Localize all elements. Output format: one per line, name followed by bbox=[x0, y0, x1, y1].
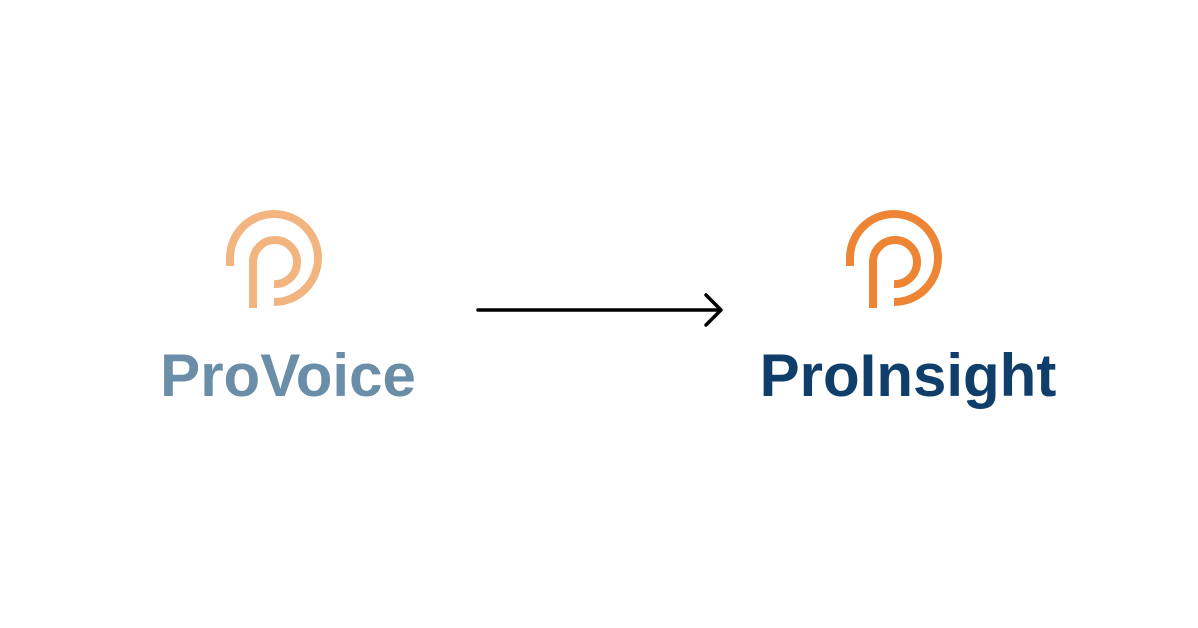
proinsight-wordmark: ProInsight bbox=[759, 342, 1057, 409]
provoice-p-logo-icon bbox=[226, 210, 322, 308]
right-arrow-icon bbox=[476, 293, 723, 327]
proinsight-p-logo-icon bbox=[846, 210, 942, 308]
provoice-wordmark: ProVoice bbox=[160, 342, 416, 409]
